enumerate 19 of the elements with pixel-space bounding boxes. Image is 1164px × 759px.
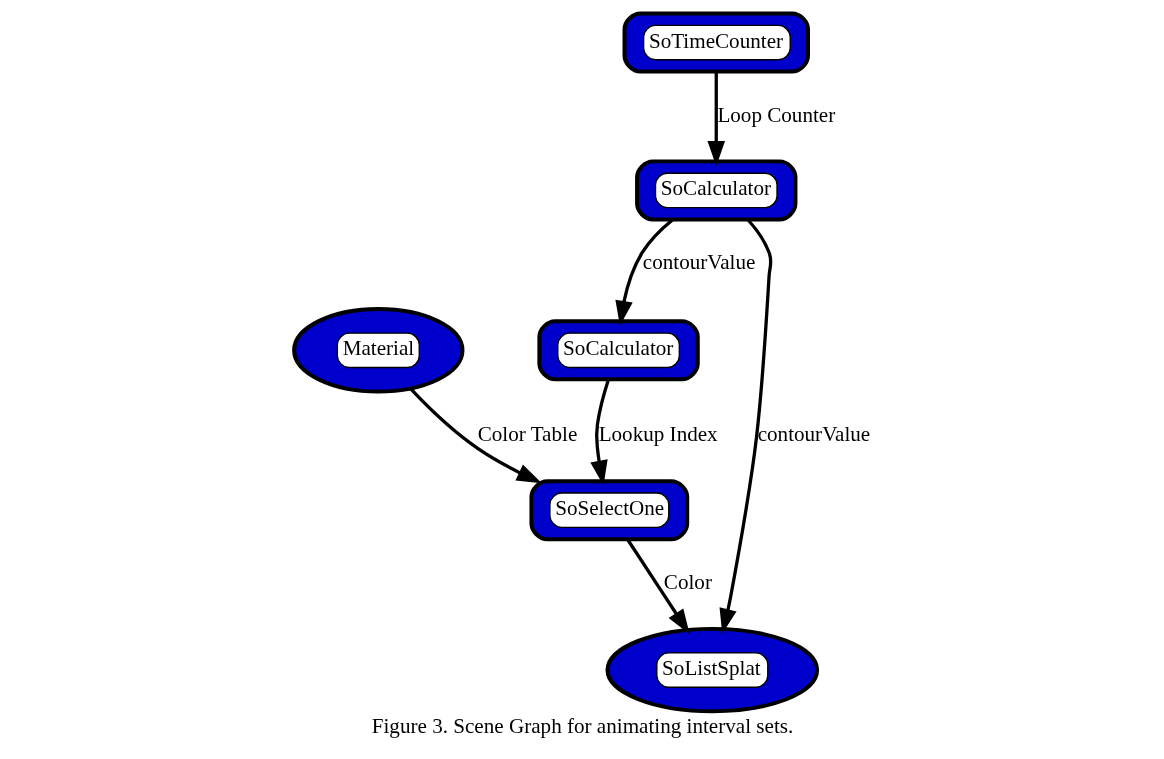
arrow xyxy=(589,379,610,486)
node-box: SoCalculator xyxy=(634,159,797,222)
arrow xyxy=(408,387,542,484)
edge-label: contourValue xyxy=(757,422,870,447)
node-ellipse: SoListSplat xyxy=(605,626,819,714)
caption: Figure 3. Scene Graph for animating interval sets. xyxy=(371,714,793,739)
arrow xyxy=(706,71,725,167)
node-box: SoTimeCounter xyxy=(622,11,810,74)
edge-label: Loop Counter xyxy=(716,102,835,127)
node-box: SoCalculator xyxy=(536,319,700,382)
arrow xyxy=(719,218,772,634)
node-ellipse: Material xyxy=(291,307,464,394)
edge-label: Color Table xyxy=(477,422,577,447)
arrow xyxy=(614,218,674,326)
edge-label: contourValue xyxy=(642,250,755,275)
edge-label: Lookup Index xyxy=(598,422,718,447)
edge-label: Color xyxy=(663,570,712,595)
arrow xyxy=(625,538,690,635)
node-box: SoSelectOne xyxy=(528,479,689,542)
